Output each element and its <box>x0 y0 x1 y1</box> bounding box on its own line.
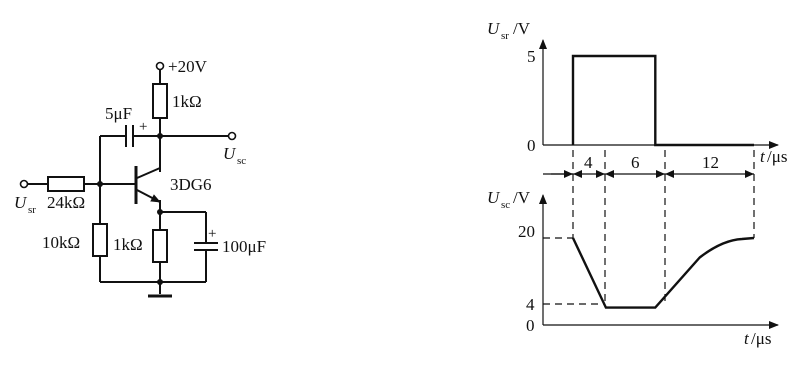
input-y-tick-0: 0 <box>527 136 536 155</box>
interval-label-1: 4 <box>584 153 593 172</box>
output-waveform-chart: U sc /V 20 4 0 t /μs <box>487 188 779 348</box>
output-y-tick-20: 20 <box>518 222 535 241</box>
interval-arrowhead-6 <box>665 170 674 178</box>
output-x-label-main: t <box>744 329 750 348</box>
feedback-cap-label: 5μF <box>105 104 132 123</box>
emitter-cap-label: 100μF <box>222 237 266 256</box>
feedback-cap-plus: + <box>139 119 147 135</box>
output-y-label-sub: sc <box>501 199 510 211</box>
emitter-resistor <box>152 229 168 263</box>
interval-arrowhead-5 <box>656 170 665 178</box>
input-label-sub: sr <box>28 204 36 216</box>
interval-arrowhead-3 <box>596 170 605 178</box>
input-waveform-chart: U sr /V 5 0 t /μs <box>487 19 787 166</box>
output-x-label-unit: /μs <box>751 329 771 348</box>
output-y-label-unit: /V <box>513 188 531 207</box>
interval-arrowhead-1 <box>564 170 573 178</box>
output-y-tick-0: 0 <box>526 316 535 335</box>
input-y-tick-5: 5 <box>527 47 536 66</box>
supply-terminal <box>155 61 165 71</box>
transistor-label: 3DG6 <box>170 175 212 194</box>
output-terminal <box>227 131 237 141</box>
interval-arrowhead-4 <box>605 170 614 178</box>
input-x-label-unit: /μs <box>767 147 787 166</box>
collector-resistor <box>152 83 168 119</box>
output-label-main: U <box>223 144 237 163</box>
guide-lines <box>543 150 755 305</box>
interval-label-3: 12 <box>702 153 719 172</box>
interval-markers: 4 6 12 <box>543 153 754 178</box>
interval-label-2: 6 <box>631 153 640 172</box>
transistor-collector-lead <box>136 167 161 179</box>
input-y-label-unit: /V <box>513 19 531 38</box>
emitter-resistor-label: 1kΩ <box>113 235 143 254</box>
base-resistor-label: 24kΩ <box>47 193 85 212</box>
circuit: +20V 1kΩ U sc 5μF + U sr 24kΩ 3DG6 <box>14 57 266 298</box>
output-y-label-main: U <box>487 188 501 207</box>
bias-resistor-label: 10kΩ <box>42 233 80 252</box>
input-pulse-line <box>571 54 754 147</box>
interval-arrowhead-7 <box>745 170 754 178</box>
interval-arrowhead-2 <box>573 170 582 178</box>
input-y-label-main: U <box>487 19 501 38</box>
bias-resistor <box>92 223 108 257</box>
emitter-cap-plus: + <box>208 226 216 242</box>
base-resistor <box>47 176 85 192</box>
output-waveform-line <box>571 236 755 309</box>
transistor-emitter-lead <box>136 189 161 203</box>
input-y-label-sub: sr <box>501 30 509 42</box>
input-label-main: U <box>14 193 28 212</box>
input-terminal <box>19 179 29 189</box>
supply-label: +20V <box>168 57 208 76</box>
output-label-sub: sc <box>237 155 246 167</box>
collector-resistor-label: 1kΩ <box>172 92 202 111</box>
input-x-label-main: t <box>760 147 766 166</box>
output-y-tick-4: 4 <box>526 295 535 314</box>
